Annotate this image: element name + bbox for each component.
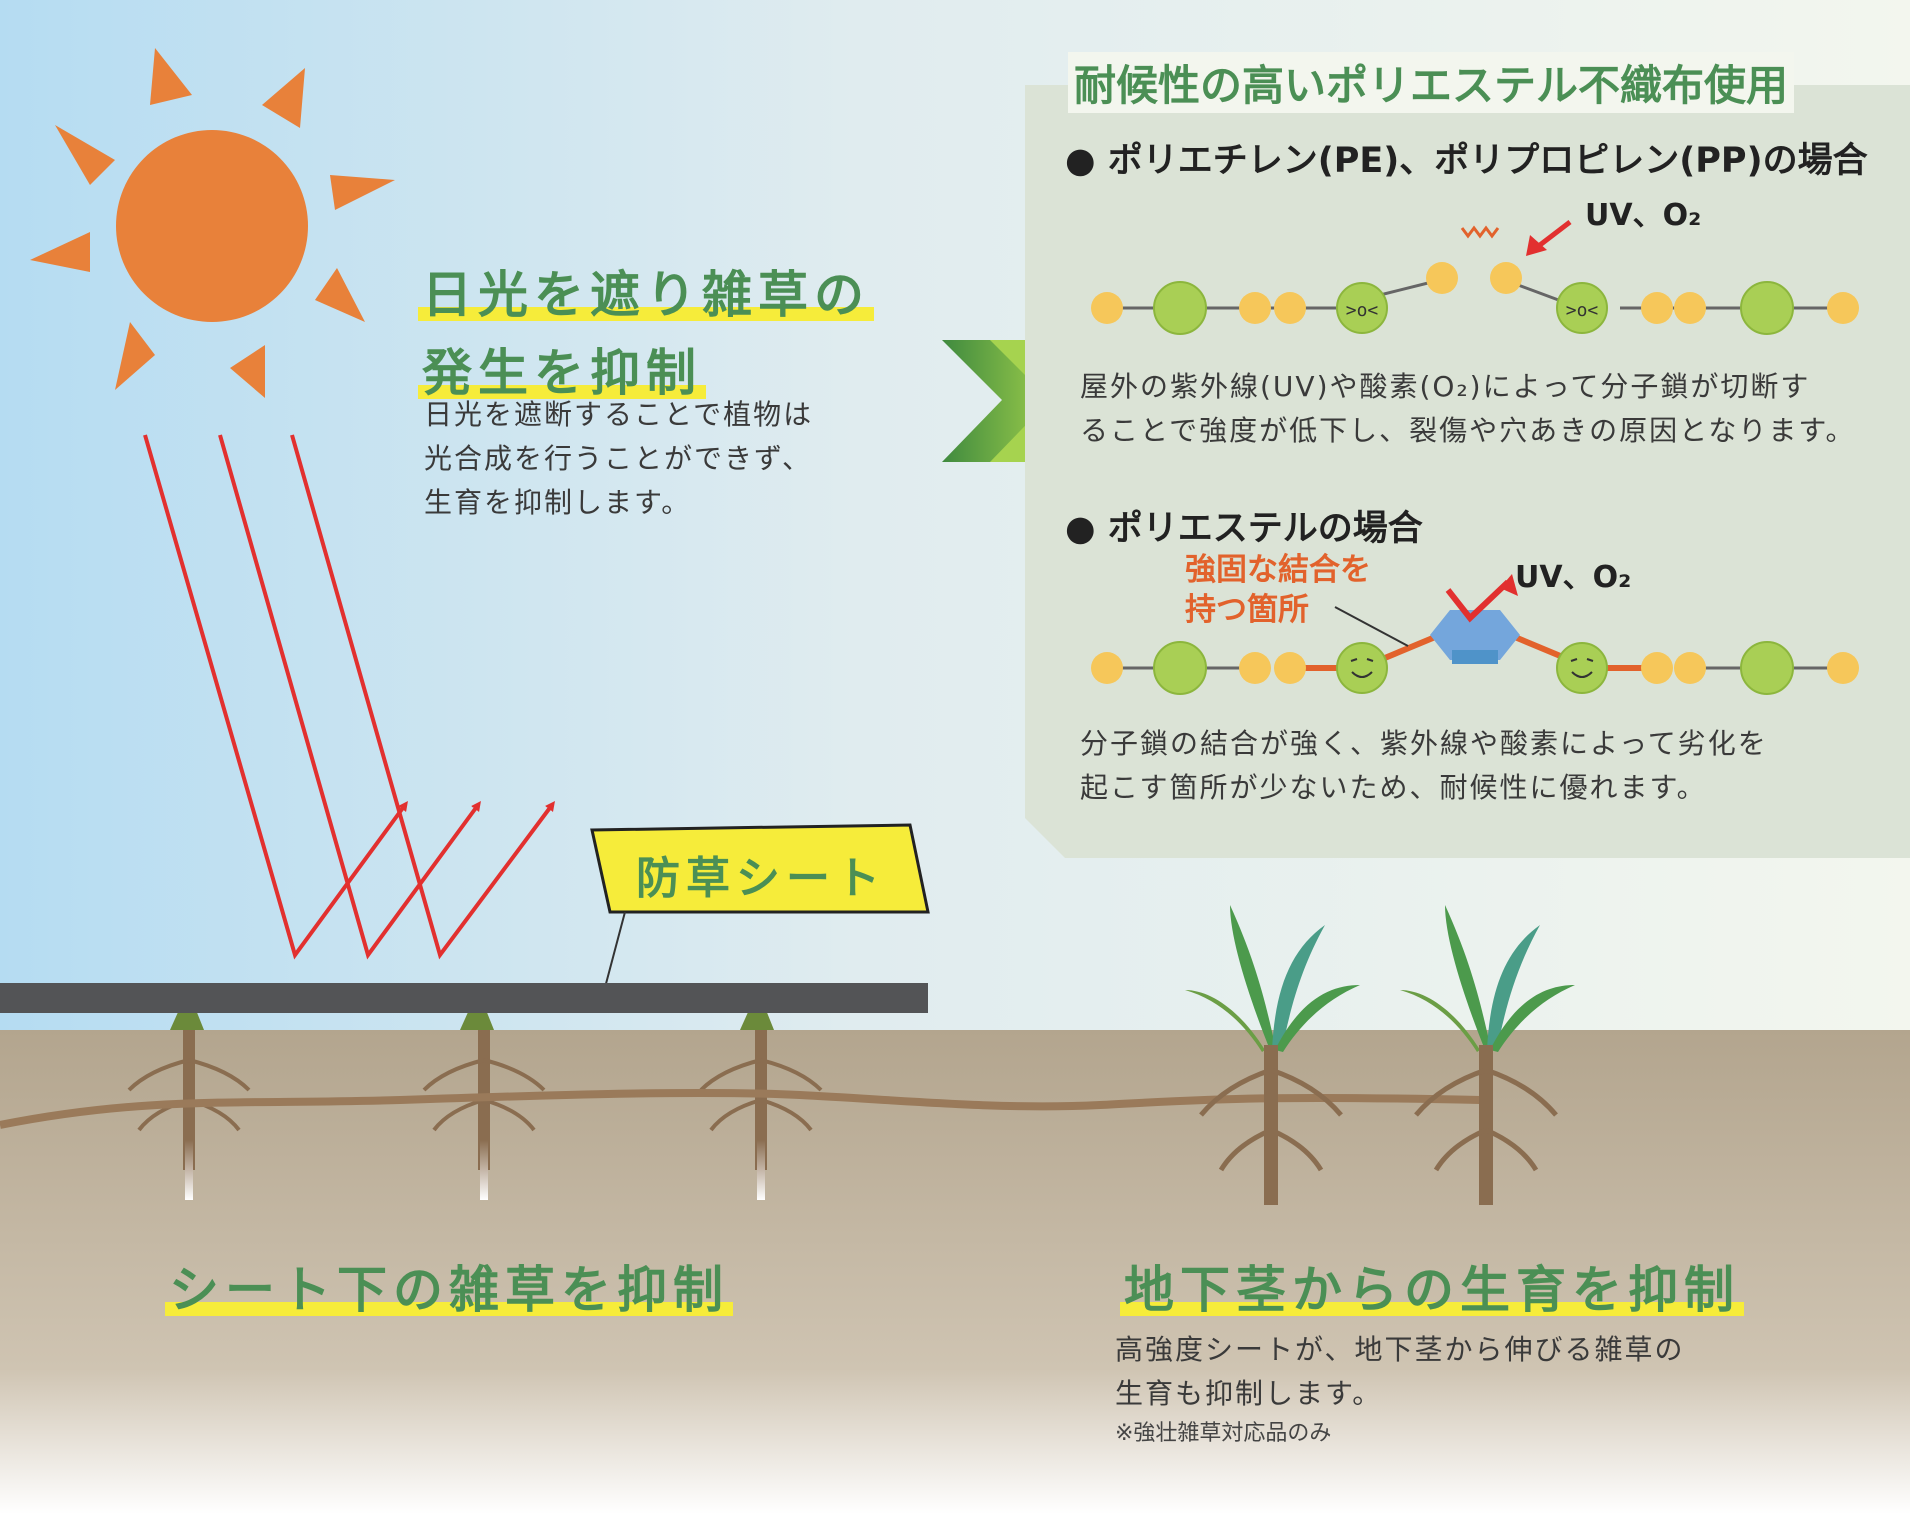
- grass-plant-icon: [1400, 905, 1575, 1205]
- rhizome: [0, 1088, 1481, 1129]
- leader-line: [602, 911, 626, 996]
- polyester-case-heading: ● ポリエステルの場合: [1065, 509, 1423, 549]
- bottom-right-body-line2: 生育も抑制します。: [1115, 1377, 1383, 1410]
- bottom-left-headline: シート下の雑草を抑制: [165, 1250, 733, 1322]
- bottom-right-body: 高強度シートが、地下茎から伸びる雑草の 生育も抑制します。: [1115, 1328, 1684, 1416]
- molecule-chain-icon: >o< >o<: [1091, 220, 1859, 335]
- sun-body-line1: 日光を遮断することで植物は: [424, 398, 814, 431]
- bottom-right-note: ※強壮雑草対応品のみ: [1115, 1421, 1332, 1446]
- weed-sheet: [0, 983, 928, 1013]
- sun-headline: 日光を遮り雑草の 発生を抑制: [418, 255, 874, 405]
- sun-rays: [143, 434, 555, 960]
- sun-body-line3: 生育を抑制します。: [424, 486, 692, 519]
- polyester-uv-label: UV、O₂: [1515, 560, 1632, 595]
- bottom-right-body-line1: 高強度シートが、地下茎から伸びる雑草の: [1115, 1333, 1685, 1366]
- uv-check-arrow-icon: [1445, 579, 1511, 623]
- grass-plant-icon: [1185, 905, 1360, 1205]
- pe-uv-label: UV、O₂: [1585, 198, 1702, 233]
- sheet-label-tag: [590, 823, 930, 914]
- hexagon-bond-icon: [1430, 610, 1520, 664]
- weed-icon: [699, 990, 823, 1200]
- break-spark-icon: [1460, 225, 1500, 239]
- pe-case-heading: ● ポリエチレン(PE)、ポリプロピレン(PP)の場合: [1065, 141, 1868, 181]
- bottom-right-headline-text: 地下茎からの生育を抑制: [1120, 1250, 1744, 1322]
- smile-face-icon: [1336, 642, 1388, 694]
- angry-face-icon: >o<: [1336, 282, 1388, 334]
- panel-title: 耐候性の高いポリエステル不織布使用: [1068, 52, 1795, 113]
- sun-body: 日光を遮断することで植物は 光合成を行うことができず、 生育を抑制します。: [424, 393, 813, 525]
- svg-text:>o<: >o<: [1346, 300, 1379, 321]
- pe-body-line2: ることで強度が低下し、裂傷や穴あきの原因となります。: [1080, 414, 1856, 447]
- polyester-body-line1: 分子鎖の結合が強く、紫外線や酸素によって劣化を: [1080, 727, 1768, 760]
- strong-bond-label: 強固な結合を 持つ箇所: [1185, 550, 1371, 630]
- angry-face-icon: >o<: [1556, 282, 1608, 334]
- sun-headline-line1: 日光を遮り雑草の: [418, 255, 874, 327]
- svg-text:>o<: >o<: [1566, 300, 1599, 321]
- sheet-label: 防草シート: [636, 853, 886, 904]
- sun-body-line2: 光合成を行うことができず、: [424, 442, 813, 475]
- pe-case-body: 屋外の紫外線(UV)や酸素(O₂)によって分子鎖が切断す ることで強度が低下し、…: [1080, 365, 1856, 453]
- bottom-left-headline-text: シート下の雑草を抑制: [165, 1250, 733, 1322]
- polyester-chain-icon: [1091, 574, 1859, 695]
- polyester-body-line2: 起こす箇所が少ないため、耐候性に優れます。: [1080, 771, 1707, 804]
- sun-icon: [30, 48, 395, 398]
- strong-bond-line2: 持つ箇所: [1185, 592, 1309, 628]
- pe-body-line1: 屋外の紫外線(UV)や酸素(O₂)によって分子鎖が切断す: [1080, 370, 1811, 403]
- sun-headline-line2: 発生を抑制: [418, 333, 706, 405]
- uv-arrow-icon: [1534, 220, 1572, 250]
- bottom-right-headline: 地下茎からの生育を抑制: [1120, 1250, 1744, 1322]
- polyester-case-body: 分子鎖の結合が強く、紫外線や酸素によって劣化を 起こす箇所が少ないため、耐候性に…: [1080, 722, 1768, 810]
- smile-face-icon: [1556, 642, 1608, 694]
- strong-bond-line1: 強固な結合を: [1185, 552, 1371, 588]
- leader-line: [1334, 606, 1409, 647]
